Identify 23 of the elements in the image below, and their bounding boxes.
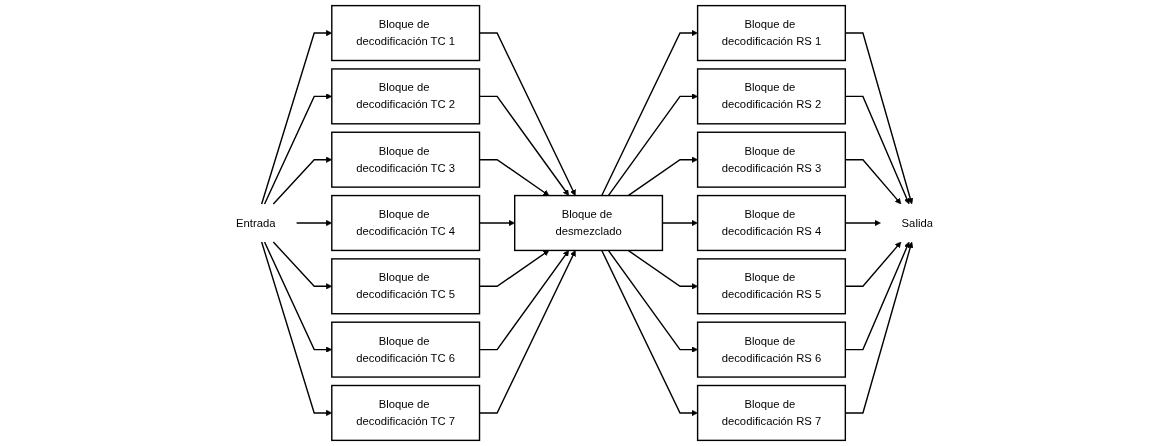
arrow	[627, 249, 698, 290]
node-box: Bloque de decodificación TC 1	[331, 4, 481, 62]
node-box: Bloque de decodificación TC 3	[331, 131, 481, 188]
node-box: Bloque de decodificación RS 5	[696, 258, 847, 315]
arrow	[607, 93, 698, 197]
node-box: Bloque de decodificación TC 2	[331, 68, 481, 125]
node-box: Bloque de decodificación RS 1	[696, 4, 847, 62]
arrow	[607, 249, 698, 353]
node-box: Bloque de decodificación RS 6	[696, 321, 847, 378]
node-box: Bloque de decodificación RS 3	[696, 131, 847, 188]
node-box: Bloque de decodificación TC 6	[331, 321, 481, 378]
node-box: Bloque de decodificación TC 7	[331, 384, 481, 442]
node-box: Bloque de decodificación RS 7	[696, 384, 847, 442]
arrow	[627, 156, 698, 197]
node-text: Entrada	[236, 216, 276, 229]
node-box: Bloque de decodificación TC 4	[331, 194, 481, 252]
node-box: Bloque de decodificación RS 4	[696, 194, 847, 252]
node-box: Bloque de desmezclado	[514, 194, 664, 252]
node-box: Bloque de decodificación TC 5	[331, 258, 481, 315]
arrow	[601, 29, 698, 197]
node-box: Bloque de decodificación RS 2	[696, 68, 847, 125]
arrow	[601, 249, 698, 417]
node-text: Salida	[901, 216, 933, 229]
